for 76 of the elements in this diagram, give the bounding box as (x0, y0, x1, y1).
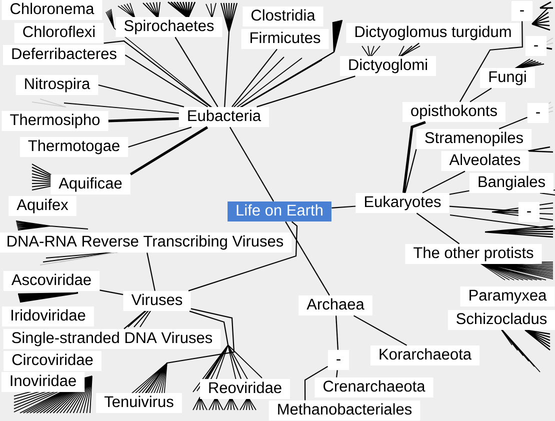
taxon-box: Paramyxea (460, 286, 555, 306)
branch-line (402, 120, 426, 193)
branch-line (416, 212, 460, 244)
taxon-box: Nitrospira (16, 75, 98, 95)
taxon-box: Chloronema (2, 0, 102, 20)
taxon-box: Schizocladus (448, 310, 555, 330)
taxon-box: Viruses (123, 291, 191, 311)
branch-line (188, 221, 298, 292)
branch-line (232, 48, 278, 108)
taxon-box: - (525, 36, 547, 56)
branch-line (470, 88, 492, 102)
branch-line (336, 316, 338, 350)
taxon-box: Single-stranded DNA Viruses (3, 329, 221, 349)
taxon-box: Thermotogae (20, 137, 128, 157)
taxon-box: Archaea (298, 296, 372, 316)
branch-line (146, 308, 235, 394)
taxon-box: Dictyoglomus turgidum (346, 23, 520, 43)
taxon-box: Fungi (480, 68, 535, 88)
branch-line (422, 170, 466, 194)
taxon-box: Alveolates (441, 151, 529, 171)
taxon-box: Methanobacteriales (268, 400, 420, 420)
taxon-box: Tenuivirus (96, 393, 182, 413)
taxon-box: Korarchaeota (370, 346, 480, 366)
node-label: Inoviridae (10, 374, 76, 386)
taxon-box: Eukaryotes (356, 193, 450, 213)
taxon-box: Reoviridae (200, 379, 290, 399)
root-box: Life on Earth (228, 202, 332, 222)
taxon-box: Dictyoglomi (340, 56, 436, 76)
branch-line (100, 290, 124, 296)
branch-line (402, 42, 420, 56)
taxon-box: Deferribacteres (3, 45, 125, 65)
node-label: Circoviridae (12, 354, 93, 366)
branch-line (124, 54, 208, 108)
branch-line (104, 40, 211, 108)
taxon-box: Firmicutes (241, 29, 329, 49)
branch-line (130, 126, 208, 176)
taxon-box: Aquifex (8, 196, 76, 216)
branch-line (108, 117, 179, 122)
branch-line (146, 252, 156, 291)
branch-line (285, 221, 330, 296)
branch-line (449, 206, 518, 212)
taxon-box: Ascoviridae (3, 271, 100, 291)
taxon-box: Circoviridae (4, 351, 102, 371)
branch-line (332, 206, 356, 208)
taxon-box: Stramenopiles (416, 129, 532, 149)
branch-line (189, 310, 242, 379)
taxon-box: - (527, 103, 549, 123)
taxon-box: Spirochaetes (116, 17, 222, 37)
taxon-box: - (511, 1, 533, 21)
branch-line (336, 370, 338, 378)
taxon-box: Clostridia (242, 6, 324, 26)
branch-line (128, 126, 192, 148)
taxon-box: Inoviridae (1, 372, 85, 392)
branch-line (449, 190, 470, 195)
taxon-box: Iridoviridae (2, 306, 94, 326)
taxon-box: Crenarchaeota (314, 378, 434, 398)
branch-line (353, 315, 408, 346)
taxon-box: The other protists (405, 244, 542, 264)
taxon-box: Bangiales (469, 173, 554, 193)
taxon-box: Thermosipho (2, 111, 108, 131)
branch-line (304, 366, 328, 400)
taxon-box: - (518, 202, 540, 222)
branch-line (124, 310, 146, 330)
taxon-box: opisthokonts (402, 102, 506, 122)
taxon-box: Eubacteria (178, 107, 270, 127)
branch-line (404, 149, 417, 193)
branch-line (230, 126, 274, 202)
branch-line (256, 76, 356, 108)
branch-line (98, 84, 184, 108)
branch-line (498, 116, 528, 130)
taxon-box: DNA-RNA Reverse Transcribing Viruses (0, 232, 292, 252)
branch-line (174, 36, 218, 108)
taxon-box: Chloroflexi (14, 23, 104, 43)
taxon-box: - (328, 350, 350, 370)
taxon-box: Aquificae (50, 174, 130, 194)
branch-line (459, 21, 523, 102)
